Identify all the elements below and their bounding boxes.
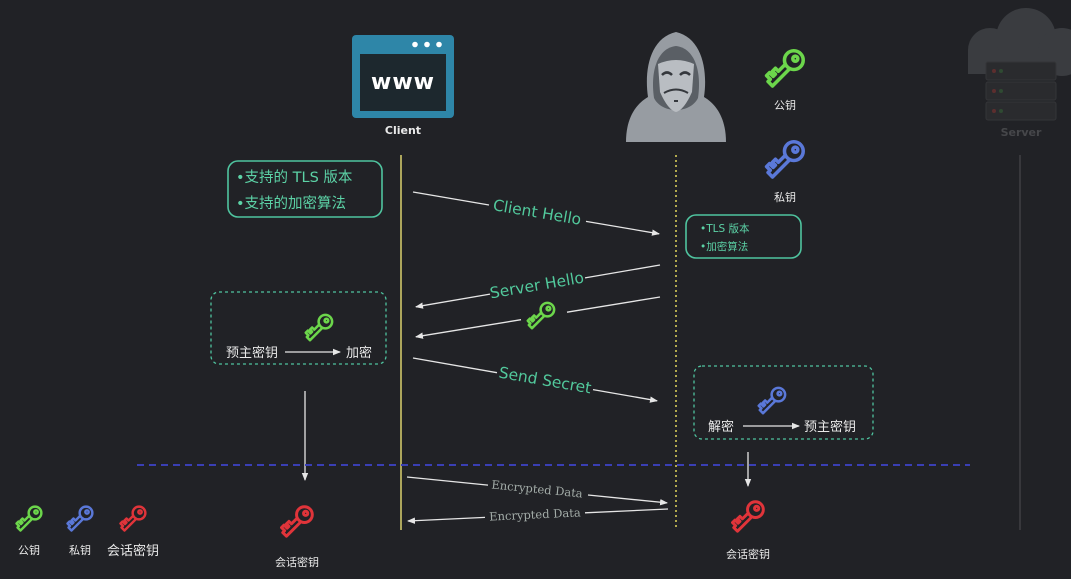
attacker-private-key-label: 私钥 [774, 190, 796, 204]
public-key-icon [524, 298, 559, 333]
decrypt-box: 解密 预主密钥 [693, 365, 874, 440]
intercepted-tls-version: •TLS 版本 [700, 222, 750, 235]
server-hello-label: Server Hello [489, 269, 586, 303]
legend-private-key-icon [64, 502, 97, 535]
cloud-server-icon [968, 8, 1071, 121]
encrypted-data-in-label: Encrypted Data [489, 505, 581, 523]
hooded-hacker-icon [626, 32, 726, 142]
attacker-public-key-label: 公钥 [774, 98, 796, 112]
legend-session-key-icon [117, 502, 150, 535]
legend-public-key-icon [13, 502, 46, 535]
send-secret-label: Send Secret [497, 364, 592, 398]
client-hello-label: Client Hello [492, 196, 583, 229]
encrypt-input-label: 预主密钥 [226, 345, 278, 361]
legend-label: 公钥 [18, 543, 40, 557]
public-key-delivery-arrow [415, 296, 661, 339]
legend: 公钥 私钥 会话密钥 [13, 502, 159, 559]
capability-cipher-suites: •支持的加密算法 [236, 195, 346, 212]
public-key-icon [761, 45, 809, 93]
browser-www-text: www [371, 70, 435, 95]
intercepted-info-box: •TLS 版本 •加密算法 [685, 214, 802, 259]
server-label: Server [1001, 126, 1042, 139]
attacker-session-key-label: 会话密钥 [726, 547, 770, 561]
encrypt-box: 预主密钥 加密 [210, 291, 387, 365]
encrypted-data-out-arrow: Encrypted Data [406, 476, 668, 506]
intercepted-cipher-suites: •加密算法 [700, 240, 748, 253]
browser-window-icon: www [352, 35, 454, 118]
client-label: Client [385, 124, 421, 137]
private-key-icon [755, 383, 790, 418]
client-hello-arrow: Client Hello [412, 191, 660, 236]
capability-tls-version: •支持的 TLS 版本 [236, 169, 352, 186]
private-key-icon [761, 136, 809, 184]
decrypt-input-label: 解密 [708, 419, 734, 435]
encrypted-data-out-label: Encrypted Data [491, 477, 584, 500]
client-session-key-label: 会话密钥 [275, 555, 319, 569]
encrypted-data-in-arrow: Encrypted Data [407, 505, 669, 524]
session-key-icon [277, 501, 318, 542]
legend-label: 会话密钥 [107, 543, 159, 559]
client-capabilities-box: •支持的 TLS 版本 •支持的加密算法 [227, 160, 383, 218]
public-key-icon [302, 310, 337, 345]
server-hello-arrow: Server Hello [415, 264, 661, 309]
send-secret-arrow: Send Secret [412, 357, 658, 403]
encrypt-output-label: 加密 [346, 345, 372, 361]
decrypt-output-label: 预主密钥 [804, 419, 856, 435]
legend-label: 私钥 [69, 543, 91, 557]
session-key-icon [728, 496, 769, 537]
